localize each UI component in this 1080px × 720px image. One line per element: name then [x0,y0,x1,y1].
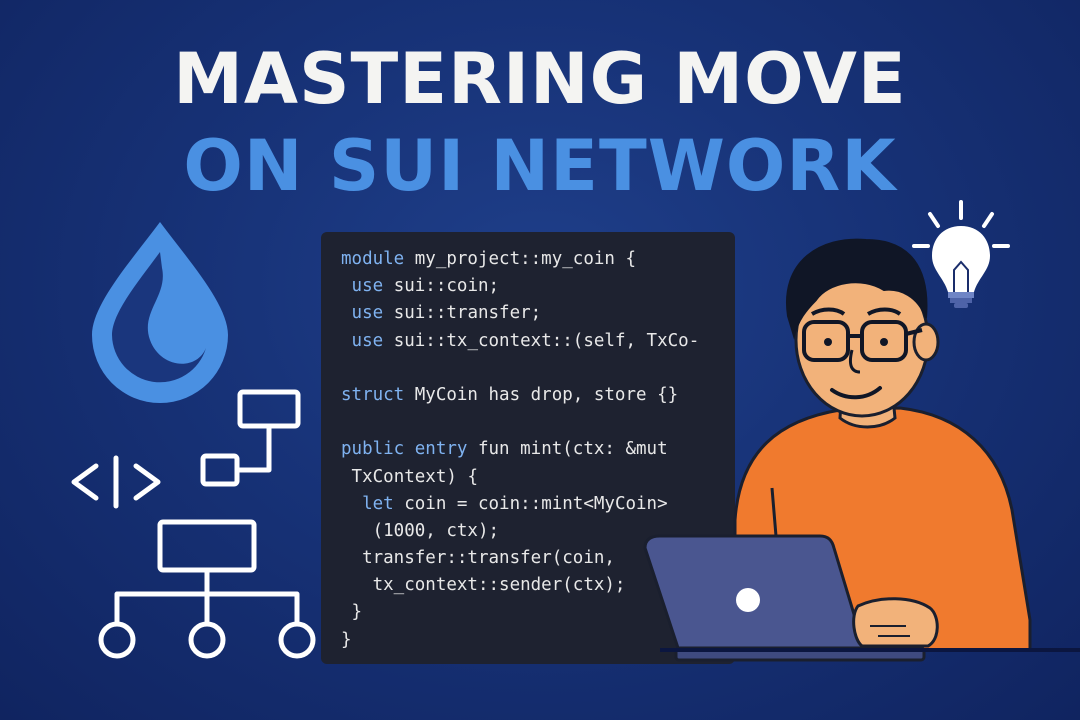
code-line: } [341,627,735,654]
code-line: transfer::transfer(coin, [341,545,735,572]
title-line-2: ON SUI NETWORK [183,125,897,207]
code-text: TxContext) { [351,466,478,487]
code-text: sui::transfer; [383,303,542,324]
code-keyword: struct [341,384,405,405]
code-text: } [351,602,363,623]
code-line: module my_project::my_coin { [341,246,735,273]
code-line: TxContext) { [341,464,735,491]
code-line: } [341,599,735,626]
code-keyword: module [341,249,405,269]
title-line-1: MASTERING MOVE [173,38,907,120]
code-text: transfer::transfer(coin, [362,548,615,569]
lightbulb-icon [912,200,1010,308]
code-text: MyCoin has drop, store {} [404,384,679,405]
code-text: } [341,629,352,650]
code-keyword: public entry [341,439,468,460]
code-keyword: use [351,330,384,351]
code-line: (1000, ctx); [341,518,735,545]
code-line: struct MyCoin has drop, store {} [341,382,735,409]
code-line: public entry fun mint(ctx: &mut [341,436,735,463]
code-text: (1000, ctx); [372,520,500,541]
code-text: coin = coin::mint<MyCoin> [393,493,668,514]
code-editor-panel: module my_project::my_coin { use sui::co… [321,232,735,664]
sui-drop-logo-icon [92,222,228,403]
code-text: tx_context::sender(ctx); [372,575,626,596]
code-text: fun mint(ctx: &mut [467,439,668,460]
code-line: use sui::tx_context::(self, TxCo- [341,328,735,355]
code-line: use sui::transfer; [341,300,735,327]
laptop-icon [643,534,926,662]
tree-diagram-icon [98,519,316,659]
code-line: let coin = coin::mint<MyCoin> [341,491,735,518]
code-keyword: use [351,303,384,324]
code-text: sui::coin; [383,276,500,297]
code-text: my_project::my_coin { [404,249,637,269]
code-keyword: let [362,493,394,514]
flow-diagram-icon [200,389,301,487]
code-brackets-icon [71,455,161,509]
code-text: sui::tx_context::(self, TxCo- [383,330,700,351]
code-keyword: use [351,276,384,297]
code-line: tx_context::sender(ctx); [341,572,735,599]
code-line: use sui::coin; [341,273,735,300]
